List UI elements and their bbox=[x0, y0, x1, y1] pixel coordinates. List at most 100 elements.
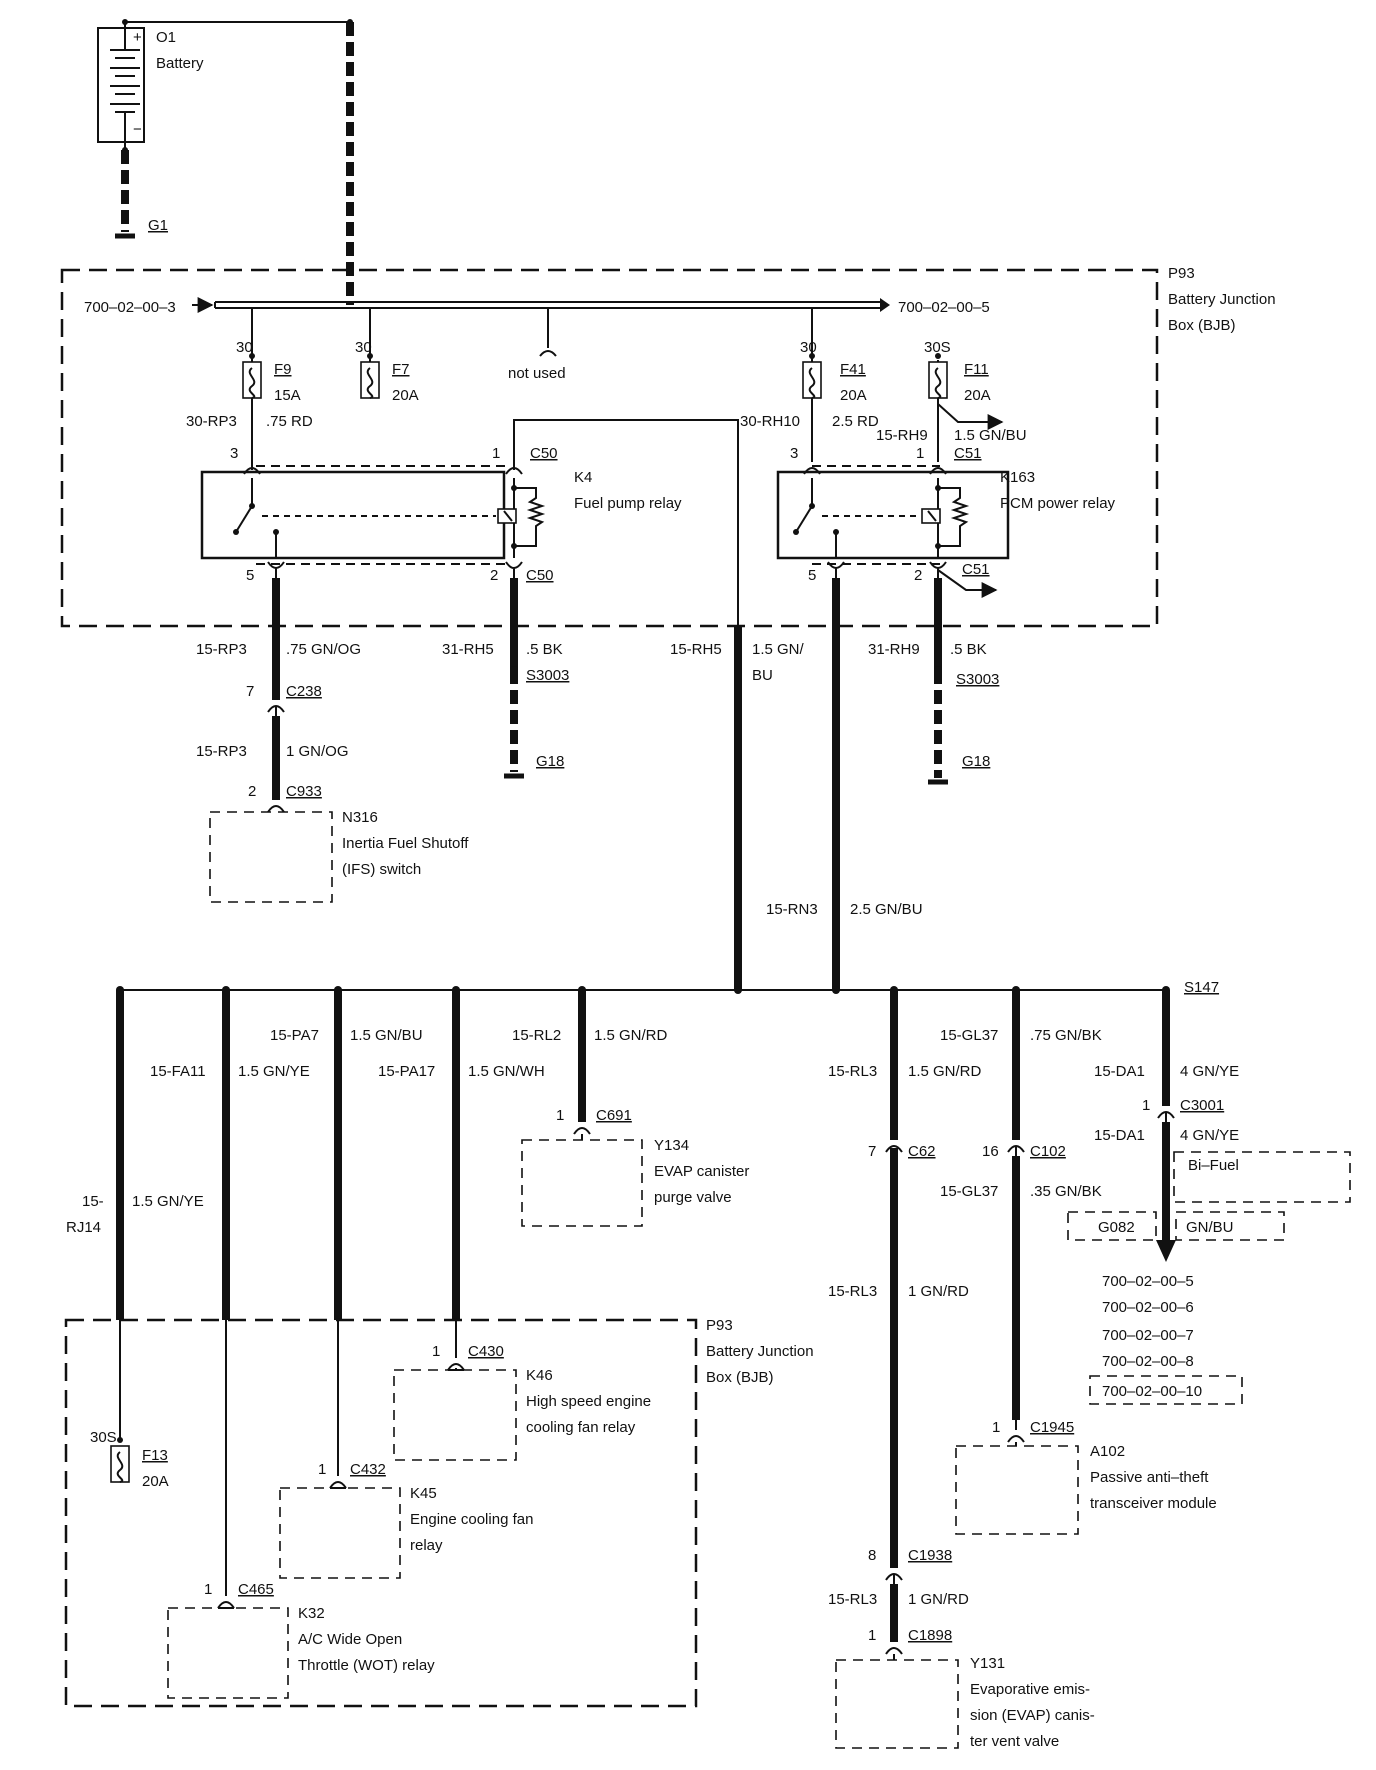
bjb-bottom-ref: P93 bbox=[706, 1317, 733, 1334]
f13-ref: F13 bbox=[142, 1447, 168, 1464]
battery-name: Battery bbox=[156, 55, 204, 72]
k163-pin3: 3 bbox=[790, 445, 798, 462]
k163-pin2: 2 bbox=[914, 567, 922, 584]
k4-ref: K4 bbox=[574, 469, 592, 486]
f13-rating: 20A bbox=[142, 1473, 169, 1490]
wire-pa7-spec: 1.5 GN/BU bbox=[350, 1027, 423, 1044]
g082-box bbox=[1067, 1211, 1157, 1241]
wire-rj14-b: RJ14 bbox=[66, 1219, 101, 1236]
wire-30-rp3: 30-RP3 bbox=[186, 413, 237, 430]
k32-box bbox=[167, 1607, 289, 1699]
wire-rl3: 15-RL3 bbox=[828, 1063, 877, 1080]
bjb-top-ref: P93 bbox=[1168, 265, 1195, 282]
k45-line1: Engine cooling fan bbox=[410, 1511, 533, 1528]
wire-rl3-c-spec: 1 GN/RD bbox=[908, 1591, 969, 1608]
k32-pin: 1 bbox=[204, 1581, 212, 1598]
wire-15-rh9-spec: 1.5 GN/BU bbox=[954, 427, 1027, 444]
fuse-f7 bbox=[360, 308, 380, 399]
splice-ref: S147 bbox=[1184, 979, 1219, 996]
ref-700-02-00-6: 700–02–00–6 bbox=[1102, 1299, 1194, 1316]
f9-term: 30 bbox=[236, 339, 253, 356]
c933-pin: 2 bbox=[248, 783, 256, 800]
n316-box bbox=[209, 811, 333, 903]
c933-conn: C933 bbox=[286, 783, 322, 800]
wire-15-rh9: 15-RH9 bbox=[876, 427, 928, 444]
wire-k163-in-spec: 2.5 RD bbox=[832, 413, 879, 430]
y131-line2: sion (EVAP) canis- bbox=[970, 1707, 1095, 1724]
f11-rating: 20A bbox=[964, 387, 991, 404]
n316-line1: Inertia Fuel Shutoff bbox=[342, 835, 469, 852]
wire-da1-b: 15-DA1 bbox=[1094, 1127, 1145, 1144]
wire-rl2-spec: 1.5 GN/RD bbox=[594, 1027, 668, 1044]
da1-arrow bbox=[1156, 1240, 1176, 1262]
wire-15-rp3-a-spec: .75 GN/OG bbox=[286, 641, 361, 658]
gnbu-box bbox=[1175, 1211, 1285, 1241]
k163-conn-bottom: C51 bbox=[962, 561, 990, 578]
busbar bbox=[192, 297, 890, 313]
bus-ref-right: 700–02–00–5 bbox=[898, 299, 990, 316]
wire-15-rh5-spec2: BU bbox=[752, 667, 773, 684]
c238-pin: 7 bbox=[246, 683, 254, 700]
wire-gl37-b: 15-GL37 bbox=[940, 1183, 998, 1200]
f7-term: 30 bbox=[355, 339, 372, 356]
wire-rl3-b: 15-RL3 bbox=[828, 1283, 877, 1300]
wire-fa11: 15-FA11 bbox=[150, 1063, 206, 1080]
n316-line2: (IFS) switch bbox=[342, 861, 421, 878]
wire-pa17-spec: 1.5 GN/WH bbox=[468, 1063, 545, 1080]
k32-line1: A/C Wide Open bbox=[298, 1631, 402, 1648]
c102-conn: C102 bbox=[1030, 1143, 1066, 1160]
f7-rating: 20A bbox=[392, 387, 419, 404]
y134-line2: purge valve bbox=[654, 1189, 732, 1206]
ref-700-02-00-10-box bbox=[1089, 1375, 1243, 1405]
k4-name: Fuel pump relay bbox=[574, 495, 682, 512]
wire-pa17: 15-PA17 bbox=[378, 1063, 435, 1080]
bus-ref-left: 700–02–00–3 bbox=[84, 299, 176, 316]
fuse-f9 bbox=[242, 308, 262, 462]
wire-31-rh9-spec: .5 BK bbox=[950, 641, 987, 658]
wire-rl2: 15-RL2 bbox=[512, 1027, 561, 1044]
g18-a: G18 bbox=[536, 753, 564, 770]
k45-ref: K45 bbox=[410, 1485, 437, 1502]
fuse-f41 bbox=[802, 308, 822, 462]
y131-ref: Y131 bbox=[970, 1655, 1005, 1672]
wire-gl37: 15-GL37 bbox=[940, 1027, 998, 1044]
battery-ref: O1 bbox=[156, 29, 176, 46]
c1938-conn: C1938 bbox=[908, 1547, 952, 1564]
k32-ref: K32 bbox=[298, 1605, 325, 1622]
bjb-top-name2: Box (BJB) bbox=[1168, 317, 1236, 334]
wire-15-rh5-label: 15-RH5 bbox=[670, 641, 722, 658]
k45-box bbox=[279, 1487, 401, 1579]
a102-line2: transceiver module bbox=[1090, 1495, 1217, 1512]
k45-conn: C432 bbox=[350, 1461, 386, 1478]
k4-pin3: 3 bbox=[230, 445, 238, 462]
wire-31-rh9-label: 31-RH9 bbox=[868, 641, 920, 658]
battery-symbol: + − bbox=[97, 19, 145, 153]
wire-rj14-a: 15- bbox=[82, 1193, 104, 1210]
wire-da1-spec: 4 GN/YE bbox=[1180, 1063, 1239, 1080]
k163-pin5: 5 bbox=[808, 567, 816, 584]
c1945-pin: 1 bbox=[992, 1419, 1000, 1436]
k4-pin2: 2 bbox=[490, 567, 498, 584]
wire-rl3-spec: 1.5 GN/RD bbox=[908, 1063, 982, 1080]
wire-gl37-b-spec: .35 GN/BK bbox=[1030, 1183, 1102, 1200]
y134-box bbox=[521, 1139, 643, 1227]
y131-box bbox=[835, 1659, 959, 1749]
k4-conn-top: C50 bbox=[530, 445, 558, 462]
c102-pin: 16 bbox=[982, 1143, 999, 1160]
f13-term: 30S bbox=[90, 1429, 117, 1446]
gnbu-label: GN/BU bbox=[1186, 1219, 1234, 1236]
f11-ref: F11 bbox=[964, 361, 989, 378]
k4-pin5: 5 bbox=[246, 567, 254, 584]
k32-line2: Throttle (WOT) relay bbox=[298, 1657, 435, 1674]
f41-rating: 20A bbox=[840, 387, 867, 404]
fuse-f11 bbox=[928, 353, 1004, 462]
wire-31-rh5-spec: .5 BK bbox=[526, 641, 563, 658]
f9-rating: 15A bbox=[274, 387, 301, 404]
f11-term: 30S bbox=[924, 339, 951, 356]
f41-term: 30 bbox=[800, 339, 817, 356]
k46-line1: High speed engine bbox=[526, 1393, 651, 1410]
bjb-bottom-name2: Box (BJB) bbox=[706, 1369, 774, 1386]
battery-plus: + bbox=[133, 29, 142, 46]
wire-15-rn3-label: 15-RN3 bbox=[766, 901, 818, 918]
